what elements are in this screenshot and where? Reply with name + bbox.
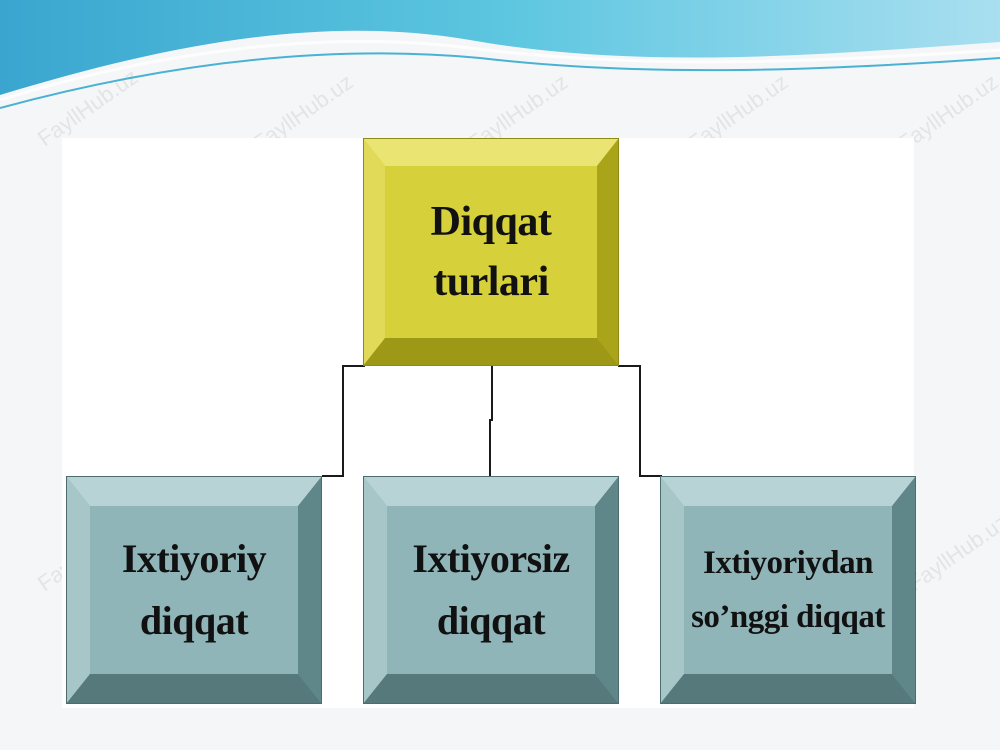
child-node-voluntary: Ixtiyoriy diqqat bbox=[66, 476, 322, 704]
child-label-line: Ixtiyoriydan bbox=[702, 545, 874, 581]
child-label-line: diqqat bbox=[436, 598, 546, 643]
root-label-line: Diqqat bbox=[430, 199, 552, 245]
child-bevel bbox=[363, 476, 619, 704]
child-node-post-voluntary: Ixtiyoriydan so’nggi diqqat bbox=[660, 476, 916, 704]
child-label: Ixtiyoriy diqqat bbox=[66, 476, 322, 704]
child-node-involuntary: Ixtiyorsiz diqqat bbox=[363, 476, 619, 704]
root-label: Diqqat turlari bbox=[363, 138, 619, 366]
root-bevel bbox=[363, 138, 619, 366]
child-label-line: so’nggi diqqat bbox=[691, 599, 885, 635]
connector-middle bbox=[489, 366, 493, 476]
connector-right bbox=[618, 365, 662, 477]
child-label-line: Ixtiyorsiz bbox=[412, 536, 570, 581]
child-label-line: diqqat bbox=[139, 598, 249, 643]
child-label-line: Ixtiyoriy bbox=[121, 536, 267, 581]
header-wave bbox=[0, 0, 1000, 109]
child-bevel bbox=[660, 476, 916, 704]
connector-left bbox=[322, 365, 365, 477]
root-node: Diqqat turlari bbox=[363, 138, 619, 366]
child-label: Ixtiyorsiz diqqat bbox=[363, 476, 619, 704]
child-label: Ixtiyoriydan so’nggi diqqat bbox=[660, 476, 916, 704]
root-label-line: turlari bbox=[433, 259, 549, 305]
child-bevel bbox=[66, 476, 322, 704]
